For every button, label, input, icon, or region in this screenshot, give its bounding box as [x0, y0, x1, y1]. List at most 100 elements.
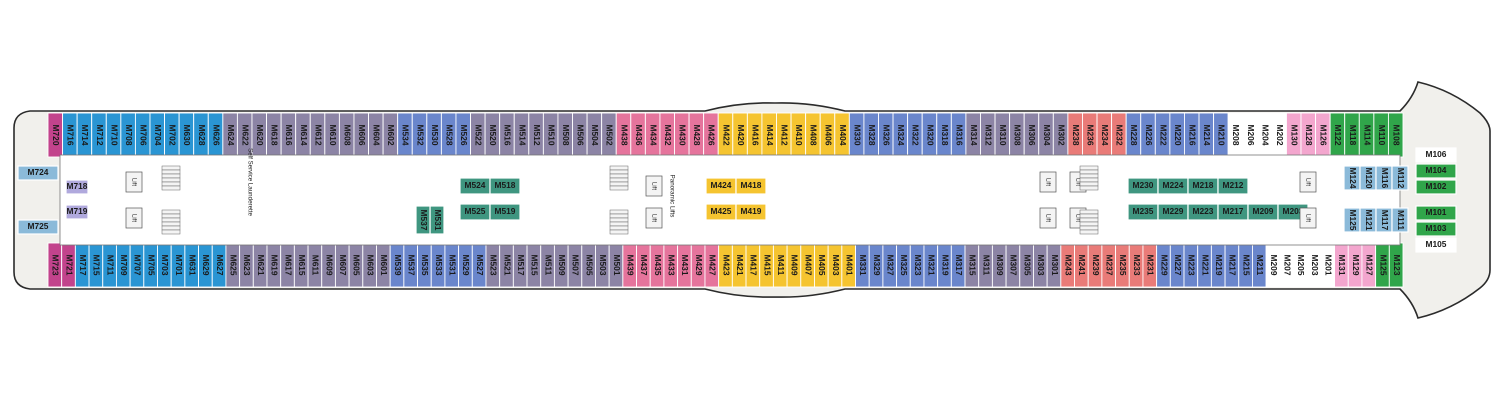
- cabin-m108[interactable]: M108: [1387, 112, 1404, 158]
- cabin-m709[interactable]: M709: [115, 242, 131, 288]
- cabin-m525[interactable]: M525: [459, 203, 491, 221]
- cabin-m106[interactable]: M106: [1415, 147, 1457, 163]
- cabin-m235[interactable]: M235: [1127, 203, 1159, 221]
- cabin-m603[interactable]: M603: [362, 242, 377, 288]
- cabin-m510[interactable]: M510: [542, 112, 559, 158]
- cabin-m329[interactable]: M329: [868, 242, 884, 288]
- cabin-m330[interactable]: M330: [848, 112, 865, 158]
- cabin-m605[interactable]: M605: [348, 242, 364, 288]
- cabin-m725[interactable]: M725: [17, 219, 59, 235]
- cabin-m214[interactable]: M214: [1198, 112, 1215, 158]
- cabin-m609[interactable]: M609: [321, 242, 336, 288]
- cabin-m712[interactable]: M712: [91, 112, 107, 158]
- cabin-m205[interactable]: M205: [1293, 242, 1308, 288]
- cabin-m531[interactable]: M531: [429, 205, 445, 235]
- cabin-m309[interactable]: M309: [991, 242, 1007, 288]
- cabin-m217[interactable]: M217: [1224, 242, 1240, 288]
- cabin-m218[interactable]: M218: [1187, 177, 1219, 195]
- cabin-m601[interactable]: M601: [376, 242, 391, 288]
- cabin-m226[interactable]: M226: [1140, 112, 1156, 158]
- cabin-m206[interactable]: M206: [1242, 112, 1258, 158]
- cabin-m403[interactable]: M403: [827, 242, 843, 288]
- cabin-m322[interactable]: M322: [907, 112, 923, 158]
- cabin-m616[interactable]: M616: [280, 112, 297, 158]
- cabin-m317[interactable]: M317: [950, 242, 966, 288]
- cabin-m711[interactable]: M711: [102, 242, 117, 288]
- cabin-m327[interactable]: M327: [882, 242, 898, 288]
- cabin-m439[interactable]: M439: [622, 242, 637, 288]
- cabin-m101[interactable]: M101: [1415, 205, 1457, 221]
- cabin-m539[interactable]: M539: [389, 242, 405, 288]
- cabin-m704[interactable]: M704: [149, 112, 166, 158]
- cabin-m227[interactable]: M227: [1169, 242, 1185, 288]
- cabin-m301[interactable]: M301: [1046, 242, 1062, 288]
- cabin-m516[interactable]: M516: [499, 112, 515, 158]
- cabin-m512[interactable]: M512: [528, 112, 544, 158]
- cabin-m507[interactable]: M507: [567, 242, 583, 288]
- cabin-m624[interactable]: M624: [222, 112, 238, 158]
- cabin-m629[interactable]: M629: [198, 242, 213, 288]
- cabin-m710[interactable]: M710: [105, 112, 122, 158]
- cabin-m111[interactable]: M111: [1391, 207, 1409, 233]
- cabin-m409[interactable]: M409: [786, 242, 802, 288]
- cabin-m417[interactable]: M417: [745, 242, 761, 288]
- cabin-m324[interactable]: M324: [892, 112, 909, 158]
- cabin-m433[interactable]: M433: [663, 242, 679, 288]
- cabin-m118[interactable]: M118: [1344, 112, 1360, 158]
- cabin-m407[interactable]: M407: [800, 242, 815, 288]
- cabin-m243[interactable]: M243: [1060, 242, 1075, 288]
- cabin-m423[interactable]: M423: [718, 242, 733, 288]
- cabin-m626[interactable]: M626: [207, 112, 224, 158]
- cabin-m416[interactable]: M416: [746, 112, 763, 158]
- cabin-m614[interactable]: M614: [295, 112, 311, 158]
- cabin-m619[interactable]: M619: [266, 242, 282, 288]
- cabin-m706[interactable]: M706: [134, 112, 151, 158]
- cabin-m315[interactable]: M315: [964, 242, 980, 288]
- cabin-m528[interactable]: M528: [440, 112, 457, 158]
- cabin-m208[interactable]: M208: [1227, 112, 1244, 158]
- cabin-m430[interactable]: M430: [674, 112, 690, 158]
- cabin-m707[interactable]: M707: [129, 242, 145, 288]
- cabin-m228[interactable]: M228: [1125, 112, 1142, 158]
- cabin-m310[interactable]: M310: [994, 112, 1011, 158]
- cabin-m318[interactable]: M318: [936, 112, 952, 158]
- cabin-m532[interactable]: M532: [411, 112, 428, 158]
- cabin-m129[interactable]: M129: [1347, 242, 1363, 288]
- cabin-m112[interactable]: M112: [1391, 165, 1409, 191]
- cabin-m224[interactable]: M224: [1157, 177, 1189, 195]
- cabin-m530[interactable]: M530: [426, 112, 442, 158]
- cabin-m325[interactable]: M325: [896, 242, 911, 288]
- cabin-m723[interactable]: M723: [47, 242, 63, 288]
- cabin-m508[interactable]: M508: [557, 112, 573, 158]
- cabin-m237[interactable]: M237: [1101, 242, 1117, 288]
- cabin-m535[interactable]: M535: [417, 242, 432, 288]
- cabin-m229[interactable]: M229: [1156, 242, 1171, 288]
- cabin-m223[interactable]: M223: [1187, 203, 1219, 221]
- cabin-m418[interactable]: M418: [735, 177, 767, 195]
- cabin-m720[interactable]: M720: [47, 112, 64, 158]
- cabin-m505[interactable]: M505: [581, 242, 596, 288]
- cabin-m517[interactable]: M517: [512, 242, 528, 288]
- cabin-m537[interactable]: M537: [415, 205, 431, 235]
- cabin-m523[interactable]: M523: [485, 242, 501, 288]
- cabin-m618[interactable]: M618: [266, 112, 282, 158]
- cabin-m612[interactable]: M612: [309, 112, 326, 158]
- cabin-m230[interactable]: M230: [1127, 177, 1159, 195]
- cabin-m617[interactable]: M617: [280, 242, 295, 288]
- cabin-m625[interactable]: M625: [225, 242, 241, 288]
- cabin-m312[interactable]: M312: [980, 112, 996, 158]
- cabin-m326[interactable]: M326: [878, 112, 894, 158]
- cabin-m422[interactable]: M422: [717, 112, 734, 158]
- cabin-m527[interactable]: M527: [471, 242, 487, 288]
- cabin-m308[interactable]: M308: [1009, 112, 1025, 158]
- cabin-m520[interactable]: M520: [484, 112, 501, 158]
- cabin-m630[interactable]: M630: [178, 112, 195, 158]
- cabin-m721[interactable]: M721: [61, 242, 76, 288]
- cabin-m519[interactable]: M519: [489, 203, 521, 221]
- cabin-m411[interactable]: M411: [772, 242, 788, 288]
- cabin-m718[interactable]: M718: [65, 179, 89, 195]
- cabin-m302[interactable]: M302: [1052, 112, 1069, 158]
- cabin-m125[interactable]: M125: [1375, 242, 1390, 288]
- cabin-m719[interactable]: M719: [65, 204, 89, 220]
- cabin-m717[interactable]: M717: [74, 242, 90, 288]
